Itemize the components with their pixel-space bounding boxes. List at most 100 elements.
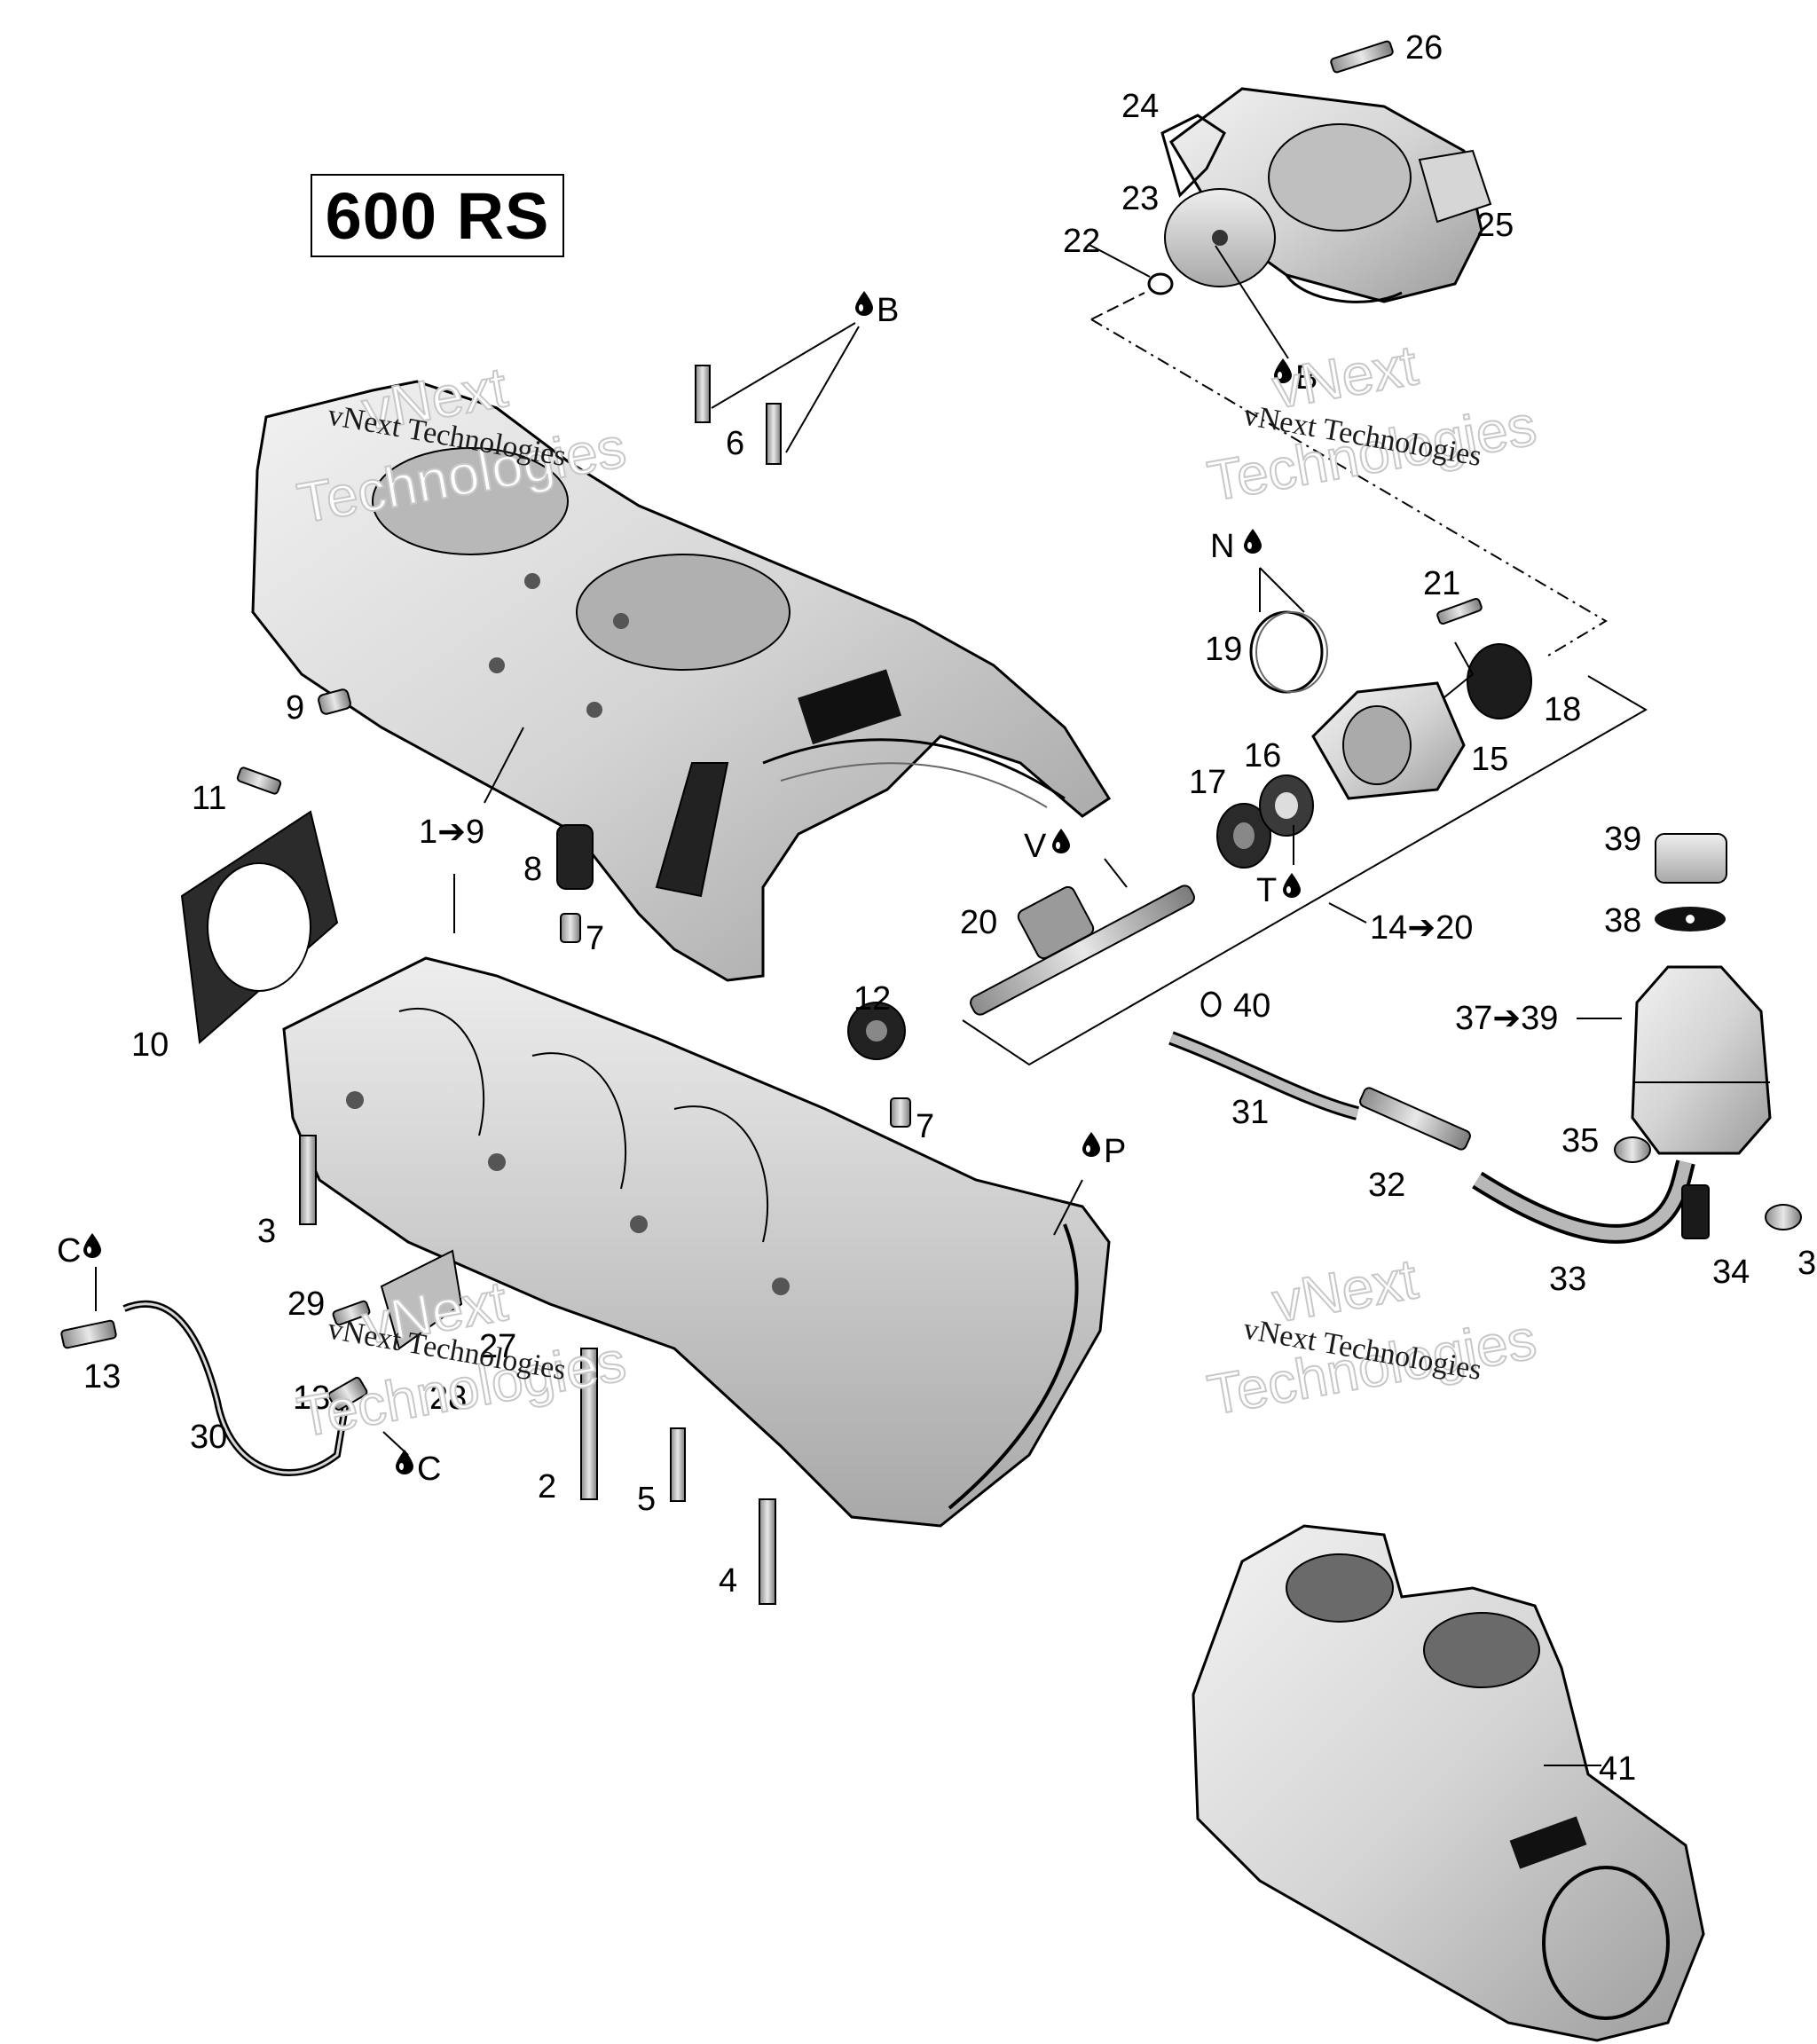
hose-31 — [1168, 1031, 1359, 1120]
label-30: 30 — [190, 1419, 227, 1456]
label-7b: 7 — [916, 1108, 934, 1145]
lube-label-v: V — [1024, 828, 1047, 865]
label-13b: 13 — [293, 1380, 330, 1417]
label-28: 28 — [429, 1380, 467, 1417]
lube-label-c1: C — [57, 1232, 81, 1270]
dowel-7a — [560, 913, 581, 943]
lube-label-b1: B — [877, 292, 899, 329]
bolt-26 — [1330, 40, 1394, 74]
label-7a: 7 — [586, 920, 604, 957]
label-6: 6 — [726, 425, 744, 462]
lube-label-t: T — [1256, 872, 1277, 909]
label-3: 3 — [257, 1213, 276, 1250]
label-33: 33 — [1549, 1261, 1586, 1298]
label-23: 23 — [1121, 180, 1159, 217]
gasket-24 — [1160, 114, 1403, 303]
label-37: 37➔39 — [1455, 1000, 1558, 1037]
seal-8 — [556, 824, 594, 890]
label-21: 21 — [1423, 565, 1460, 602]
diagram-title: 600 RS — [325, 178, 550, 253]
label-36: 3 — [1797, 1245, 1816, 1282]
label-41: 41 — [1599, 1750, 1636, 1788]
lube-drop-icon — [855, 291, 873, 316]
seal-16 — [1259, 774, 1314, 837]
pump-housing-24 — [1169, 87, 1492, 303]
bolt-6a — [695, 365, 711, 423]
lube-label-p: P — [1104, 1133, 1126, 1170]
label-12: 12 — [853, 980, 891, 1018]
label-5: 5 — [637, 1481, 656, 1518]
washer-22 — [1147, 272, 1174, 295]
label-13a: 13 — [83, 1358, 121, 1395]
bolt-2 — [580, 1348, 598, 1500]
bolt-6b — [766, 403, 782, 465]
lower-crankcase — [282, 956, 1111, 1528]
pump-group-outline — [962, 675, 1648, 1066]
label-15: 15 — [1471, 741, 1508, 778]
label-27: 27 — [479, 1328, 516, 1365]
impeller-23 — [1164, 188, 1276, 287]
reservoir-37 — [1631, 965, 1772, 1155]
label-31: 31 — [1231, 1094, 1269, 1131]
screw-21 — [1436, 597, 1483, 625]
label-1: 1➔9 — [419, 814, 484, 851]
label-16: 16 — [1244, 737, 1281, 774]
lube-label-b2: B — [1295, 359, 1318, 397]
label-20: 20 — [960, 904, 997, 941]
gasket-10 — [180, 810, 339, 1044]
lube-drop-icon — [396, 1450, 413, 1474]
bearing-17 — [1216, 803, 1271, 869]
label-4: 4 — [719, 1562, 737, 1600]
watermark-upper-right: vNext Technologies — [1202, 332, 1541, 515]
pump-cover-outline — [1090, 292, 1608, 659]
sleeve-34 — [1681, 1184, 1710, 1239]
cap-39 — [1655, 833, 1727, 884]
label-25: 25 — [1476, 207, 1514, 244]
label-10: 10 — [131, 1026, 169, 1064]
lube-drop-icon — [83, 1233, 101, 1258]
shaft-20 — [970, 884, 1195, 1016]
lube-drop-icon — [1082, 1132, 1100, 1157]
label-32: 32 — [1368, 1167, 1405, 1204]
label-9: 9 — [286, 689, 304, 727]
cap-18 — [1467, 643, 1532, 719]
label-38: 38 — [1604, 902, 1641, 939]
label-19: 19 — [1205, 631, 1242, 668]
label-34: 34 — [1712, 1254, 1750, 1291]
label-11: 11 — [192, 780, 226, 817]
label-40: 40 — [1233, 987, 1270, 1025]
label-39: 39 — [1604, 821, 1641, 858]
lube-drop-icon — [1244, 529, 1262, 554]
bolt-11 — [236, 766, 282, 795]
clamp-36 — [1765, 1204, 1802, 1230]
housing-15 — [1311, 681, 1466, 800]
bolt-5 — [670, 1427, 686, 1502]
gasket-38 — [1655, 907, 1726, 932]
label-17: 17 — [1189, 764, 1226, 801]
bolt-3 — [299, 1135, 317, 1225]
title-box: 600 RS — [311, 174, 564, 257]
label-14: 14➔20 — [1370, 909, 1473, 947]
cover-28 — [380, 1249, 463, 1350]
label-18: 18 — [1544, 691, 1581, 728]
clip-40 — [1200, 991, 1222, 1018]
seal-12 — [847, 1002, 906, 1060]
label-24: 24 — [1121, 88, 1159, 125]
label-2: 2 — [538, 1468, 556, 1505]
label-22: 22 — [1063, 223, 1100, 260]
lube-drop-icon — [1052, 829, 1070, 853]
label-35: 35 — [1561, 1122, 1599, 1160]
lube-label-c2: C — [417, 1450, 441, 1488]
oil-line-30 — [60, 1300, 368, 1476]
screw-29 — [332, 1300, 371, 1326]
label-26: 26 — [1405, 29, 1443, 67]
label-8: 8 — [523, 851, 542, 888]
clamp-35 — [1614, 1136, 1651, 1163]
lube-label-n: N — [1210, 528, 1234, 565]
plug-9 — [318, 688, 351, 715]
fitting-32 — [1359, 1087, 1471, 1151]
lube-drop-icon — [1283, 873, 1301, 898]
watermark-lower-right: vNext Technologies — [1202, 1246, 1541, 1428]
engine-assembly-41 — [1192, 1524, 1705, 2042]
